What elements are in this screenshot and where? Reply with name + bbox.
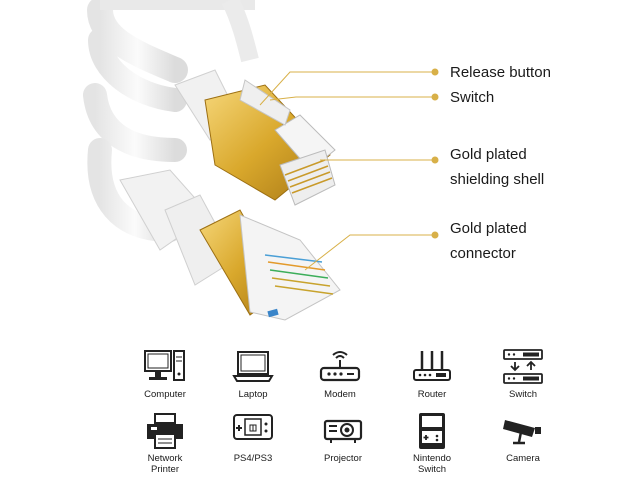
router-icon xyxy=(413,351,451,381)
device-label-network-printer-line2: Printer xyxy=(151,464,179,475)
device-ps4-ps3: PS4/PS3 xyxy=(208,412,298,464)
callout-connector-line1: Gold plated xyxy=(450,220,527,237)
upper-connector xyxy=(174,69,336,206)
lower-connector xyxy=(119,169,341,321)
device-label-laptop: Laptop xyxy=(238,389,268,400)
switch-icon xyxy=(503,349,543,384)
callout-switch: Switch xyxy=(450,89,495,106)
network-printer-icon xyxy=(147,413,183,449)
callout-connector: Gold plated connector xyxy=(450,216,527,266)
device-projector: Projector xyxy=(298,412,388,464)
callout-lines xyxy=(259,71,435,271)
callout-shielding-line1: Gold plated xyxy=(450,146,527,163)
cable-edge xyxy=(100,0,255,10)
device-laptop: Laptop xyxy=(208,348,298,400)
device-computer: Computer xyxy=(120,348,210,400)
device-label-network-printer: Network Printer xyxy=(120,453,210,475)
callout-shielding-shell: Gold plated shielding shell xyxy=(450,142,544,192)
device-camera: Camera xyxy=(478,412,568,464)
gamepad-icon xyxy=(233,414,273,440)
product-illustration xyxy=(83,0,439,321)
device-label-nintendo-switch: Nintendo Switch xyxy=(387,453,477,475)
device-label-computer: Computer xyxy=(144,389,186,400)
device-label-nintendo-switch-line2: Switch xyxy=(418,464,446,475)
callout-dots xyxy=(431,68,439,239)
camera-icon xyxy=(503,420,541,445)
nintendo-switch-icon xyxy=(419,413,445,449)
device-label-nintendo-switch-line1: Nintendo xyxy=(412,453,452,464)
device-label-ps4-ps3: PS4/PS3 xyxy=(233,453,273,464)
device-label-modem: Modem xyxy=(324,389,356,400)
device-label-projector: Projector xyxy=(323,453,362,464)
device-switch: Switch xyxy=(478,348,568,400)
laptop-icon xyxy=(232,351,274,382)
callout-connector-line2: connector xyxy=(450,245,516,262)
device-label-network-printer-line1: Network xyxy=(147,453,183,464)
device-router: Router xyxy=(387,348,477,400)
device-label-camera: Camera xyxy=(506,453,540,464)
callout-shielding-line2: shielding shell xyxy=(450,171,545,188)
device-network-printer: Network Printer xyxy=(120,412,210,475)
callout-release-button: Release button xyxy=(450,64,551,81)
computer-icon xyxy=(144,350,185,381)
device-modem: Modem xyxy=(295,348,385,400)
device-label-switch: Switch xyxy=(509,389,537,400)
device-nintendo-switch: Nintendo Switch xyxy=(387,412,477,475)
device-label-router: Router xyxy=(417,389,447,400)
projector-icon xyxy=(323,419,363,443)
modem-icon xyxy=(319,351,361,382)
